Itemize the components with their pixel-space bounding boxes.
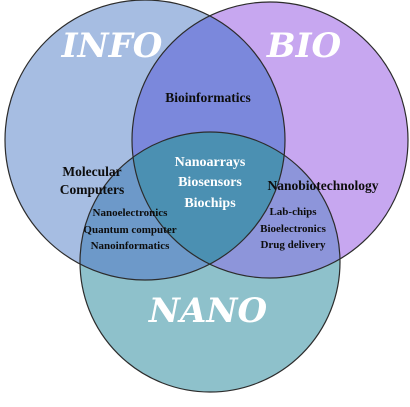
info-circle-outline (4, 0, 286, 281)
nanoarrays-label: Nanoarrays (175, 155, 246, 170)
bio-circle-outline (131, 1, 409, 279)
bioelectronics-label: Bioelectronics (260, 223, 326, 235)
info-title: INFO (61, 26, 163, 66)
molecular-computers-label-line1: Molecular (62, 164, 121, 179)
lab-chips-label: Lab-chips (269, 206, 317, 218)
quantum-computer-label: Quantum computer (83, 224, 176, 236)
molecular-computers-label-line2: Computers (60, 182, 125, 197)
nano-circle-outline (79, 131, 341, 393)
biochips-label: Biochips (184, 196, 236, 211)
nanoinformatics-label: Nanoinformatics (91, 240, 171, 252)
drug-delivery-label: Drug delivery (260, 239, 326, 251)
nanobiotechnology-label: Nanobiotechnology (267, 178, 378, 193)
nano-title: NANO (148, 291, 268, 331)
biosensors-label: Biosensors (178, 175, 242, 190)
bioinformatics-label: Bioinformatics (165, 90, 251, 105)
nanoelectronics-label: Nanoelectronics (93, 207, 169, 219)
bio-title: BIO (266, 26, 342, 66)
